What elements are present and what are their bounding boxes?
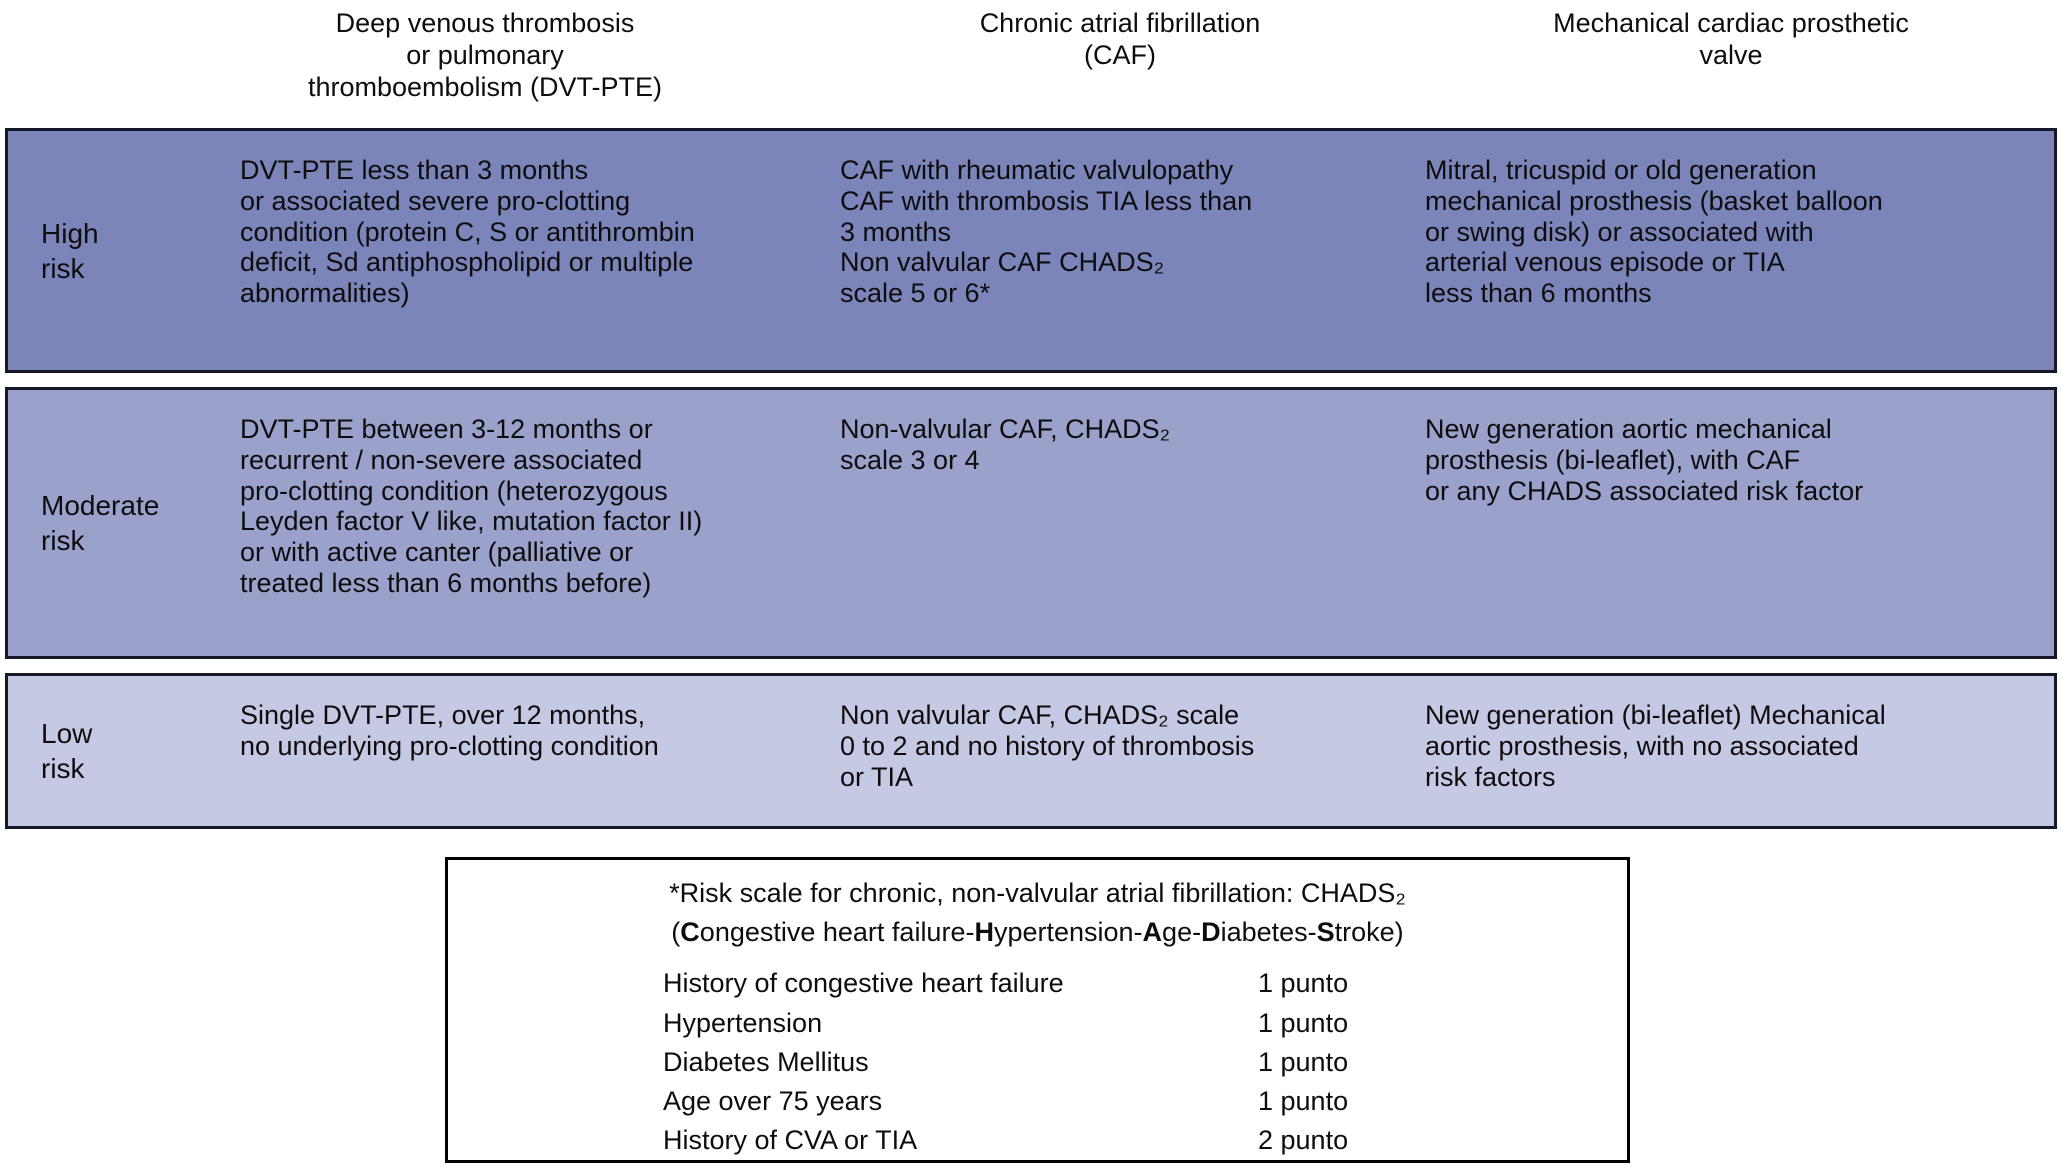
chads2-item-label: History of congestive heart failure	[663, 968, 1064, 999]
chads2-footnote-box: *Risk scale for chronic, non-valvular at…	[445, 857, 1630, 1163]
chads2-footnote-title-line1: *Risk scale for chronic, non-valvular at…	[669, 878, 1406, 908]
low-risk-dvt-cell: Single DVT-PTE, over 12 months,no underl…	[240, 700, 659, 761]
header-caf: Chronic atrial fibrillation(CAF)	[979, 8, 1261, 70]
chads2-footnote-title: *Risk scale for chronic, non-valvular at…	[448, 874, 1627, 952]
header-spacer	[5, 8, 135, 128]
chads2-footnote-title-line2: (Congestive heart failure-Hypertension-A…	[671, 917, 1404, 948]
chads2-item-value: 1 punto	[1258, 1007, 1349, 1038]
chads2-item-label: Diabetes Mellitus	[663, 1046, 869, 1077]
chads2-item-label: Hypertension	[663, 1007, 823, 1038]
chads2-score-list: History of congestive heart failure 1 pu…	[448, 968, 1627, 1155]
chads2-item-value: 1 punto	[1258, 968, 1349, 999]
chads2-item-value: 1 punto	[1258, 1085, 1349, 1116]
chads2-item-label: History of CVA or TIA	[663, 1125, 918, 1156]
chads2-item-value: 1 punto	[1258, 1046, 1349, 1077]
chads2-item-value: 2 punto	[1258, 1125, 1349, 1156]
chads2-item-label: Age over 75 years	[663, 1085, 883, 1116]
